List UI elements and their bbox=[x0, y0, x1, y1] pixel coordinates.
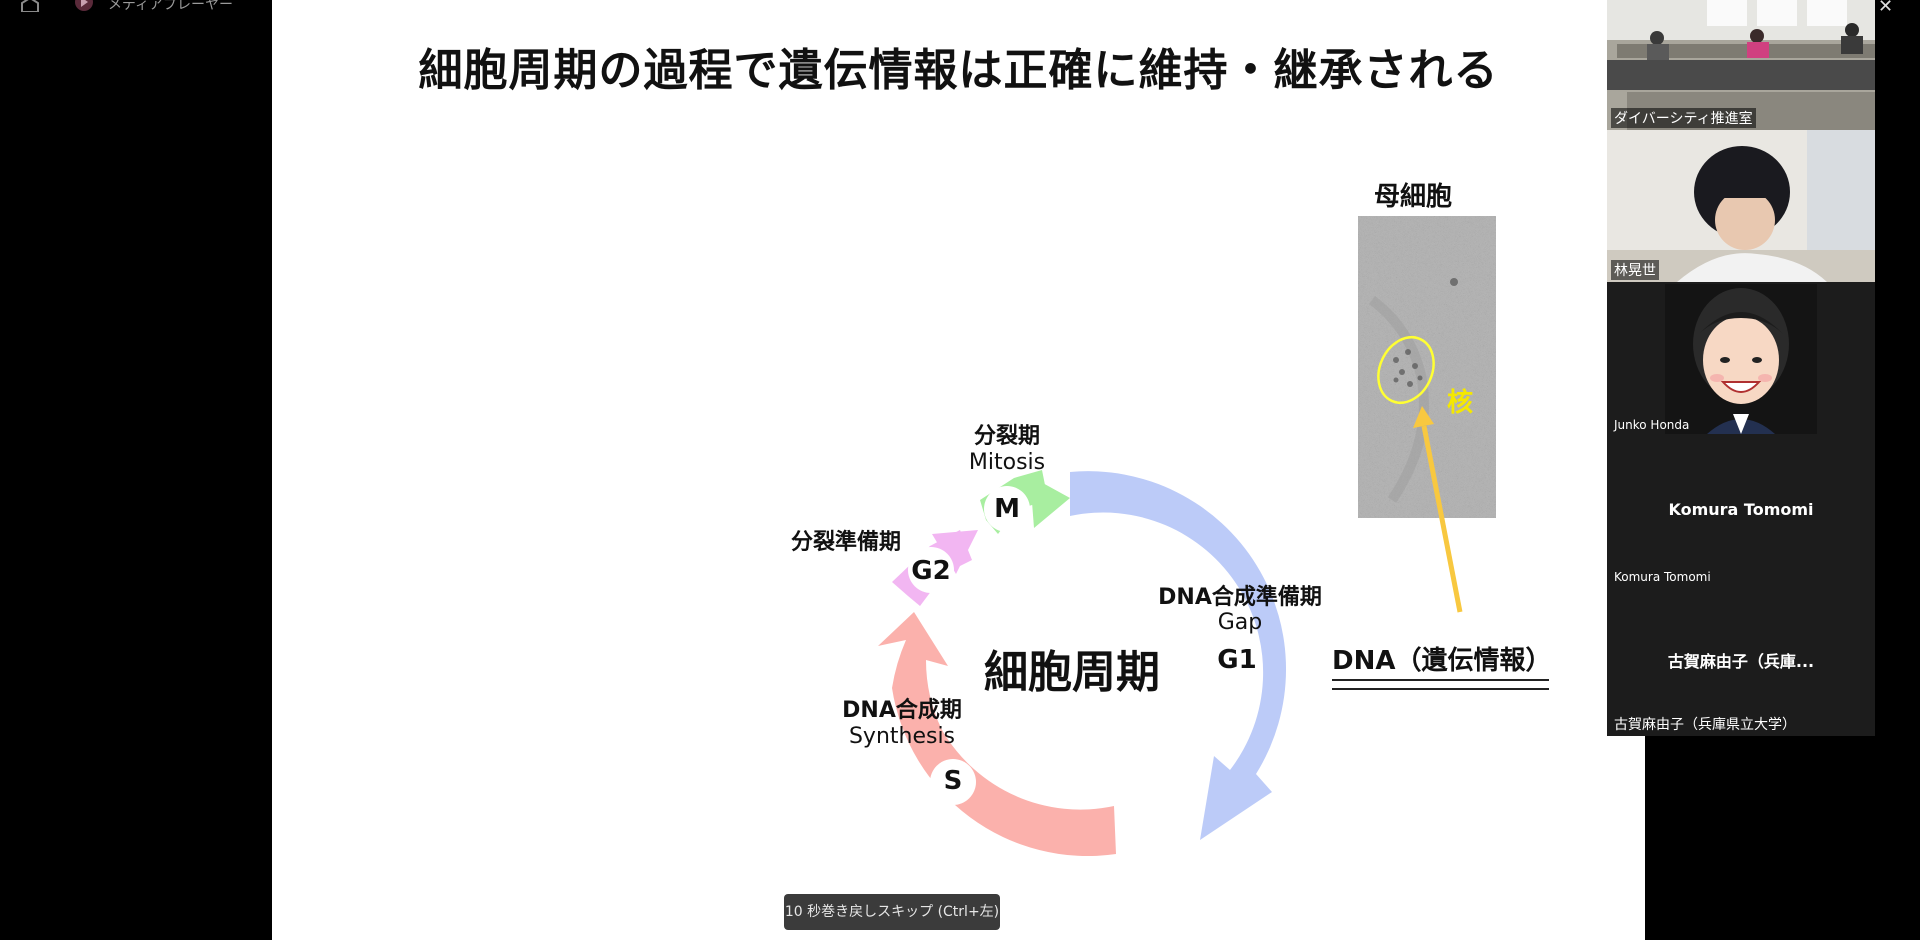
s-arc bbox=[878, 612, 1116, 857]
participant-name: ダイバーシティ推進室 bbox=[1611, 108, 1756, 128]
app-title: メディアプレーヤー bbox=[108, 0, 234, 13]
g2-phase-jp-label: 分裂準備期 bbox=[790, 530, 901, 555]
g1-phase-en-label: Gap bbox=[1217, 610, 1263, 635]
skip-back-tooltip: 10 秒巻き戻しスキップ (Ctrl+左) bbox=[784, 894, 1000, 930]
participant-name: Komura Tomomi bbox=[1614, 570, 1711, 584]
cell-cycle-diagram bbox=[878, 216, 1549, 857]
slide-title: 細胞周期の過程で遺伝情報は正確に維持・継承される bbox=[418, 45, 1499, 96]
g1-phase-jp-label: DNA合成準備期 bbox=[1158, 585, 1322, 610]
participant-name: 古賀麻由子（兵庫県立大学） bbox=[1614, 717, 1796, 733]
person-video bbox=[1607, 130, 1875, 282]
dna-label: DNA（遺伝情報） bbox=[1332, 646, 1552, 676]
participant-tile[interactable]: Junko Honda bbox=[1607, 282, 1875, 434]
participants-panel: ダイバーシティ推進室 林晃世 Junko Honda Komura T bbox=[1607, 0, 1875, 736]
nucleus-outline bbox=[1377, 336, 1435, 404]
g1-badge-circle bbox=[1213, 637, 1261, 685]
m-badge: M bbox=[994, 494, 1020, 524]
participant-tile[interactable]: 林晃世 bbox=[1607, 130, 1875, 282]
participant-tile[interactable]: 古賀麻由子（兵庫... 古賀麻由子（兵庫県立大学） bbox=[1607, 586, 1875, 736]
g2-badge: G2 bbox=[911, 556, 951, 586]
participant-name: 林晃世 bbox=[1611, 260, 1659, 280]
s-badge-circle bbox=[930, 759, 976, 805]
m-badge-circle bbox=[984, 486, 1030, 532]
close-icon[interactable]: ✕ bbox=[1878, 0, 1894, 17]
g2-head bbox=[932, 530, 978, 574]
participant-display-name: 古賀麻由子（兵庫... bbox=[1667, 652, 1815, 671]
participant-display-name: Komura Tomomi bbox=[1668, 500, 1814, 519]
nucleus-label: 核 bbox=[1446, 388, 1473, 418]
m-head bbox=[1030, 476, 1070, 528]
mother-cell-label: 母細胞 bbox=[1373, 182, 1452, 212]
participant-tile[interactable]: ダイバーシティ推進室 bbox=[1607, 0, 1875, 130]
g1-badge: G1 bbox=[1217, 645, 1257, 675]
participant-tile[interactable]: Komura Tomomi Komura Tomomi bbox=[1607, 434, 1875, 586]
presentation-slide: 細胞周期の過程で遺伝情報は正確に維持・継承される bbox=[272, 0, 1645, 940]
home-icon[interactable] bbox=[20, 0, 40, 12]
s-phase-jp-label: DNA合成期 bbox=[842, 698, 962, 723]
m-phase-en-label: Mitosis bbox=[968, 450, 1046, 475]
cell-cycle-center-label: 細胞周期 bbox=[984, 647, 1160, 698]
s-phase-en-label: Synthesis bbox=[848, 724, 956, 749]
s-badge: S bbox=[943, 766, 963, 796]
m-phase-jp-label: 分裂期 bbox=[973, 424, 1040, 449]
avatar-image bbox=[1665, 284, 1817, 434]
participant-name: Junko Honda bbox=[1614, 418, 1690, 432]
player-top-bar: メディアプレーヤー bbox=[0, 0, 272, 14]
g2-badge-circle bbox=[908, 547, 954, 593]
g1-arc bbox=[1070, 471, 1287, 840]
pointer-arrow bbox=[1421, 425, 1463, 613]
pointer-arrowhead bbox=[1413, 406, 1434, 428]
media-player-icon bbox=[75, 0, 93, 11]
